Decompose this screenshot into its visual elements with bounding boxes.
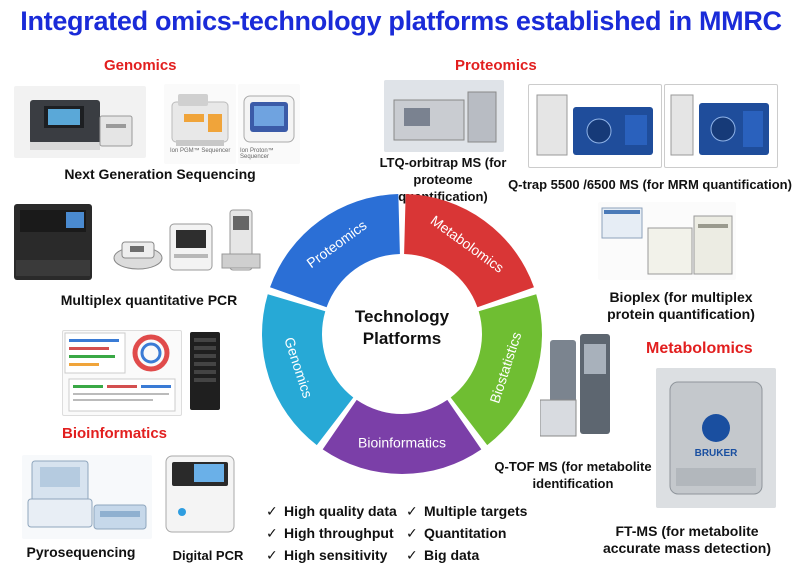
caption-qtof-line2: identification bbox=[532, 476, 614, 491]
caption-qtrap: Q-trap 5500 /6500 MS (for MRM quantifica… bbox=[508, 177, 792, 192]
ion-pgm-sequencer-image: Ion PGM™ Sequencer bbox=[164, 84, 236, 164]
bioinformatics-software-image bbox=[62, 330, 182, 416]
bioplex-instrument-image bbox=[598, 202, 736, 280]
check-icon: ✓ bbox=[406, 547, 418, 563]
feature-label: High sensitivity bbox=[284, 547, 388, 563]
ngs-instrument-image bbox=[14, 86, 146, 158]
caption-qtof: Q-TOF MS (for metabolite identification bbox=[488, 458, 658, 492]
feature-item: ✓ Big data bbox=[406, 544, 527, 566]
center-line2: Platforms bbox=[362, 329, 442, 348]
ring-center-label: Technology Platforms bbox=[330, 306, 474, 350]
caption-bioplex: Bioplex (for multiplex protein quantific… bbox=[596, 289, 766, 323]
ion-proton-label: Ion Proton™ Sequencer bbox=[240, 148, 274, 160]
feature-item: ✓ Multiple targets bbox=[406, 500, 527, 522]
ring-segment-metabolomics bbox=[404, 194, 534, 308]
check-icon: ✓ bbox=[266, 547, 278, 563]
check-icon: ✓ bbox=[406, 503, 418, 519]
ltq-orbitrap-image bbox=[384, 80, 504, 152]
caption-ltq-line1: LTQ-orbitrap MS (for bbox=[379, 155, 507, 170]
feature-column-right: ✓ Multiple targets ✓ Quantitation ✓ Big data bbox=[406, 500, 527, 566]
caption-digital-pcr: Digital PCR bbox=[172, 548, 244, 563]
server-rack-image bbox=[188, 330, 222, 412]
ring-segment-biostatistics bbox=[450, 294, 542, 446]
check-icon: ✓ bbox=[266, 503, 278, 519]
caption-ftms: FT-MS (for metabolite accurate mass dete… bbox=[594, 523, 780, 557]
check-icon: ✓ bbox=[406, 525, 418, 541]
qpcr-instrument-image-1 bbox=[10, 200, 98, 284]
feature-column-left: ✓ High quality data ✓ High throughput ✓ High … bbox=[266, 500, 397, 566]
pyrosequencing-instrument-image bbox=[22, 455, 152, 539]
qpcr-instrument-image-2 bbox=[110, 232, 166, 272]
ring-label-bioinformatics: Bioinformatics bbox=[358, 435, 446, 451]
qtrap-6500-image bbox=[664, 84, 778, 168]
ft-ms-magnet-image: BRUKER bbox=[656, 368, 776, 508]
ring-segment-bioinformatics bbox=[322, 399, 482, 474]
ring-segment-genomics bbox=[262, 294, 354, 446]
feature-label: High throughput bbox=[284, 525, 394, 541]
page-title: Integrated omics-technology platforms es… bbox=[20, 6, 782, 36]
caption-pyrosequencing: Pyrosequencing bbox=[26, 544, 136, 560]
caption-qpcr: Multiplex quantitative PCR bbox=[60, 292, 238, 308]
center-line1: Technology bbox=[354, 307, 450, 326]
feature-label: Big data bbox=[424, 547, 480, 563]
feature-item: ✓ Quantitation bbox=[406, 522, 527, 544]
qtrap-5500-image bbox=[528, 84, 662, 168]
ion-pgm-label: Ion PGM™ Sequencer bbox=[170, 148, 231, 154]
qpcr-instrument-image-3 bbox=[166, 220, 216, 274]
caption-ftms-line2: accurate mass detection) bbox=[602, 540, 772, 556]
section-bioinformatics: Bioinformatics bbox=[62, 425, 168, 442]
caption-ngs: Next Generation Sequencing bbox=[64, 166, 256, 182]
feature-item: ✓ High throughput bbox=[266, 522, 397, 544]
caption-bioplex-line1: Bioplex (for multiplex bbox=[609, 289, 753, 305]
qpcr-instrument-image-4 bbox=[216, 206, 264, 274]
ion-proton-sequencer-image: Ion Proton™ Sequencer bbox=[238, 84, 300, 164]
caption-ftms-line1: FT-MS (for metabolite bbox=[615, 523, 759, 539]
caption-bioplex-line2: protein quantification) bbox=[607, 306, 755, 322]
section-metabolomics: Metabolomics bbox=[646, 340, 753, 357]
check-icon: ✓ bbox=[266, 525, 278, 541]
bruker-logo-text: BRUKER bbox=[694, 448, 738, 459]
caption-qtof-line1: Q-TOF MS (for metabolite bbox=[494, 459, 652, 474]
feature-item: ✓ High quality data bbox=[266, 500, 397, 522]
section-genomics: Genomics bbox=[104, 57, 177, 74]
feature-item: ✓ High sensitivity bbox=[266, 544, 397, 566]
qtof-ms-instrument-image bbox=[540, 330, 630, 450]
feature-label: High quality data bbox=[284, 503, 397, 519]
digital-pcr-instrument-image bbox=[160, 452, 240, 536]
ring-segment-proteomics bbox=[270, 194, 400, 308]
feature-label: Multiple targets bbox=[424, 503, 528, 519]
feature-label: Quantitation bbox=[424, 525, 507, 541]
section-proteomics: Proteomics bbox=[455, 57, 537, 74]
